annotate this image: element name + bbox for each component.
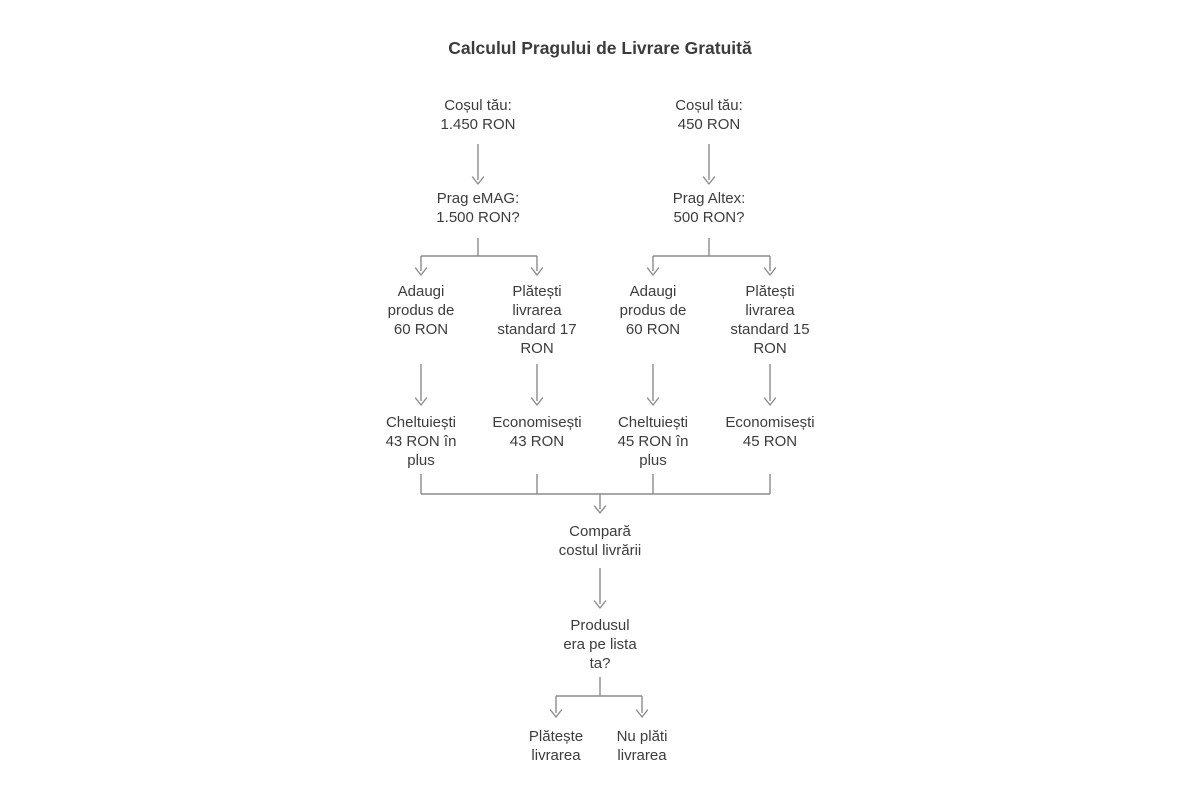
node-option-add-emag: Adaugi produs de 60 RON: [387, 283, 455, 338]
node-answer-pay: Plătește livrarea: [528, 728, 584, 764]
edge-converge-outcomes: [420, 474, 771, 514]
node-question-wishlist: Produsul era pe lista ta?: [563, 617, 637, 672]
node-option-pay-emag: Plătești livrarea standard 17 RON: [497, 283, 577, 357]
node-threshold-altex: Prag Altex: 500 RON?: [672, 190, 746, 226]
node-outcome-save-altex: Economisești 45 RON: [725, 414, 815, 450]
edge-cart-to-threshold-right: [702, 144, 716, 185]
node-cart-altex: Coșul tău: 450 RON: [675, 97, 743, 133]
diagram-title: Calculul Pragului de Livrare Gratuită: [448, 38, 752, 58]
node-option-pay-altex: Plătești livrarea standard 15 RON: [730, 283, 810, 357]
node-option-add-altex: Adaugi produs de 60 RON: [619, 283, 687, 338]
edge-question-split: [549, 677, 649, 718]
node-answer-no-pay: Nu plăti livrarea: [616, 728, 668, 764]
node-outcome-spend-emag: Cheltuiești 43 RON în plus: [385, 414, 457, 469]
node-outcome-spend-altex: Cheltuiești 45 RON în plus: [617, 414, 689, 469]
edge-threshold-split-left: [414, 238, 544, 276]
node-compare: Compară costul livrării: [558, 523, 642, 559]
edge-cart-to-threshold-left: [471, 144, 485, 185]
node-cart-emag: Coșul tău: 1.450 RON: [440, 97, 516, 133]
edge-compare-to-question: [593, 568, 607, 609]
edge-threshold-split-right: [646, 238, 777, 276]
edge-option-to-outcome: [414, 364, 777, 406]
node-threshold-emag: Prag eMAG: 1.500 RON?: [436, 190, 520, 226]
node-outcome-save-emag: Economisești 43 RON: [492, 414, 582, 450]
